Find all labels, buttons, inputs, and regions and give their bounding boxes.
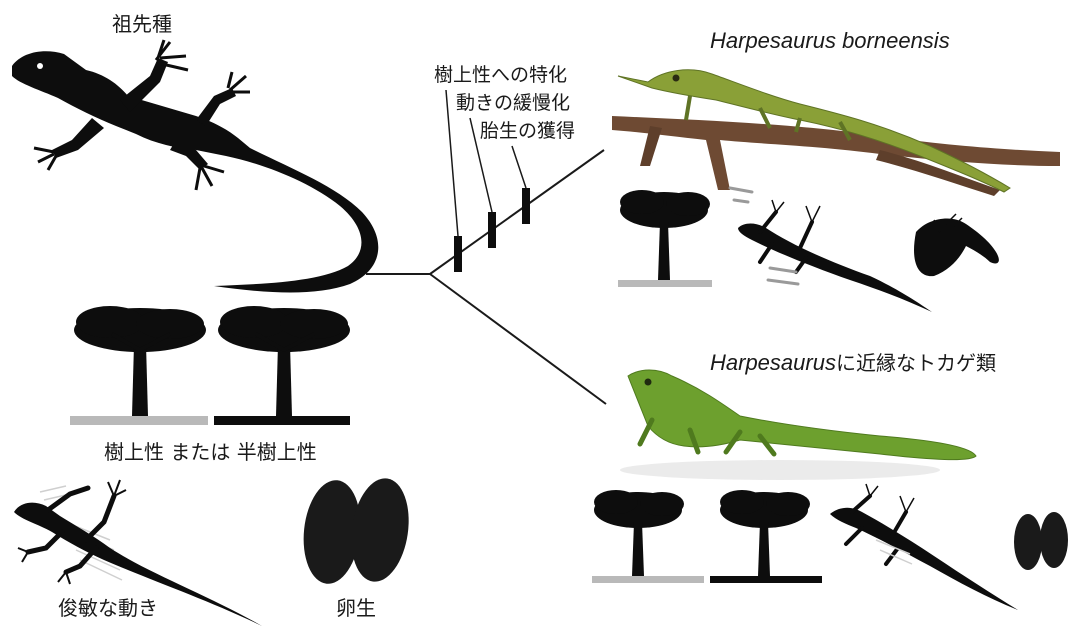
ground-gray <box>592 576 704 583</box>
tree-icon <box>720 490 810 576</box>
eggs-icon <box>1014 512 1068 570</box>
tree-icon <box>594 490 684 576</box>
ground-black <box>710 576 822 583</box>
agile-lizard-icon <box>830 484 1018 610</box>
